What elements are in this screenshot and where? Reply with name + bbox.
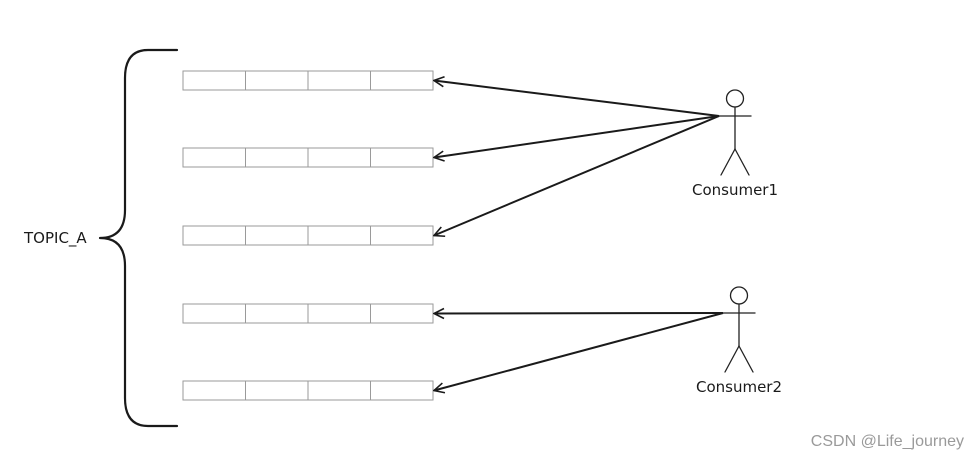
actor-right-leg xyxy=(738,345,754,373)
queue-cell xyxy=(307,225,371,246)
consumer-name: Consumer2 xyxy=(696,378,782,396)
assignment-arrow xyxy=(434,313,724,314)
queue-cell xyxy=(245,303,309,324)
partition-queue xyxy=(182,303,434,324)
queue-cell xyxy=(370,225,434,246)
queue-cell xyxy=(245,225,309,246)
queue-cell xyxy=(307,380,371,401)
actor-left-leg xyxy=(724,345,740,373)
queue-cell xyxy=(182,380,246,401)
queue-cell xyxy=(370,380,434,401)
consumer-actor: Consumer2 xyxy=(696,286,782,396)
assignment-arrows xyxy=(434,81,724,391)
topic-label: TOPIC_A xyxy=(23,229,87,248)
partition-queue xyxy=(182,70,434,91)
consumer-name: Consumer1 xyxy=(692,181,778,199)
actor-head xyxy=(725,89,745,108)
queue-cell xyxy=(245,380,309,401)
actor-head xyxy=(729,286,749,305)
watermark: CSDN @Life_journey xyxy=(810,433,964,450)
partitions-group xyxy=(182,70,434,401)
queue-cell xyxy=(370,70,434,91)
topic-brace xyxy=(98,48,179,428)
consumer-actor: Consumer1 xyxy=(692,89,778,199)
queue-cell xyxy=(245,70,309,91)
partition-queue xyxy=(182,225,434,246)
queue-cell xyxy=(245,147,309,168)
queue-cell xyxy=(182,70,246,91)
partition-queue xyxy=(182,380,434,401)
actor-left-leg xyxy=(720,148,736,176)
actor-right-leg xyxy=(734,148,750,176)
assignment-arrow xyxy=(434,312,724,391)
assignment-arrow xyxy=(434,115,720,236)
queue-cell xyxy=(182,147,246,168)
queue-cell xyxy=(307,303,371,324)
queue-cell xyxy=(182,225,246,246)
queue-cell xyxy=(370,303,434,324)
queue-cell xyxy=(307,70,371,91)
assignment-arrow xyxy=(434,81,720,117)
queue-cell xyxy=(182,303,246,324)
queue-cell xyxy=(370,147,434,168)
assignment-arrow xyxy=(434,115,720,158)
queue-cell xyxy=(307,147,371,168)
partition-queue xyxy=(182,147,434,168)
